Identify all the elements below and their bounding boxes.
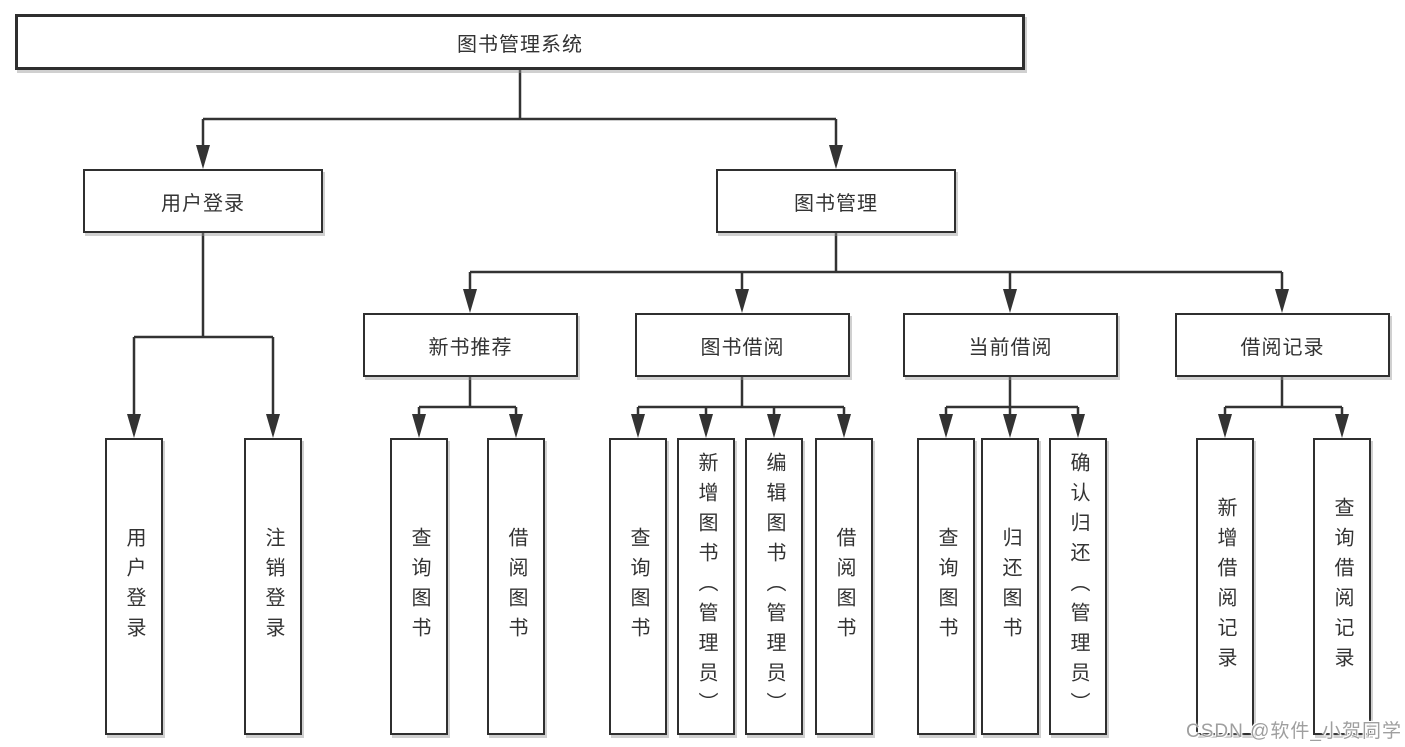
- leaf-return-books-label: 归还图书: [999, 526, 1021, 647]
- node-book-management-label: 图书管理: [794, 192, 878, 215]
- leaf-borrow-books: 借阅图书: [815, 438, 873, 735]
- leaf-edit-books-admin-label: 编辑图书（管理员）: [763, 451, 785, 722]
- node-user-login: 用户登录: [83, 169, 323, 233]
- node-borrow-records: 借阅记录: [1175, 313, 1390, 377]
- csdn-watermark: CSDN @软件_小贺同学: [1186, 721, 1402, 742]
- leaf-logout-label: 注销登录: [262, 526, 284, 647]
- node-new-book-recommend: 新书推荐: [363, 313, 578, 377]
- leaf-query-books-borrowing: 查询图书: [609, 438, 667, 735]
- leaf-borrow-books-label: 借阅图书: [833, 526, 855, 647]
- node-library-system: 图书管理系统: [15, 14, 1025, 70]
- leaf-logout: 注销登录: [244, 438, 302, 735]
- node-library-system-label: 图书管理系统: [457, 33, 583, 56]
- leaf-confirm-return-admin-label: 确认归还（管理员）: [1067, 451, 1089, 722]
- node-book-borrowing: 图书借阅: [635, 313, 850, 377]
- node-borrow-records-label: 借阅记录: [1240, 336, 1325, 359]
- leaf-add-books-admin: 新增图书（管理员）: [677, 438, 735, 735]
- leaf-user-login: 用户登录: [105, 438, 163, 735]
- leaf-add-borrow-record: 新增借阅记录: [1196, 438, 1254, 735]
- leaf-borrow-books-recommend: 借阅图书: [487, 438, 545, 735]
- leaf-confirm-return-admin: 确认归还（管理员）: [1049, 438, 1107, 735]
- leaf-add-borrow-record-label: 新增借阅记录: [1214, 496, 1236, 677]
- leaf-borrow-books-recommend-label: 借阅图书: [505, 526, 527, 647]
- node-current-borrowing: 当前借阅: [903, 313, 1118, 377]
- leaf-query-books-current: 查询图书: [917, 438, 975, 735]
- node-book-management: 图书管理: [716, 169, 956, 233]
- leaf-query-books-borrowing-label: 查询图书: [627, 526, 649, 647]
- leaf-query-books-recommend: 查询图书: [390, 438, 448, 735]
- leaf-query-books-current-label: 查询图书: [935, 526, 957, 647]
- connector-lines: [132, 69, 1344, 419]
- leaf-add-books-admin-label: 新增图书（管理员）: [695, 451, 717, 722]
- leaf-query-books-recommend-label: 查询图书: [408, 526, 430, 647]
- node-new-book-recommend-label: 新书推荐: [428, 336, 513, 359]
- leaf-query-borrow-record-label: 查询借阅记录: [1331, 496, 1353, 677]
- arrowheads: [127, 145, 1349, 438]
- leaf-edit-books-admin: 编辑图书（管理员）: [745, 438, 803, 735]
- node-user-login-label: 用户登录: [161, 192, 245, 215]
- node-book-borrowing-label: 图书借阅: [700, 336, 785, 359]
- leaf-user-login-label: 用户登录: [123, 526, 145, 647]
- leaf-query-borrow-record: 查询借阅记录: [1313, 438, 1371, 735]
- leaf-return-books: 归还图书: [981, 438, 1039, 735]
- node-current-borrowing-label: 当前借阅: [968, 336, 1053, 359]
